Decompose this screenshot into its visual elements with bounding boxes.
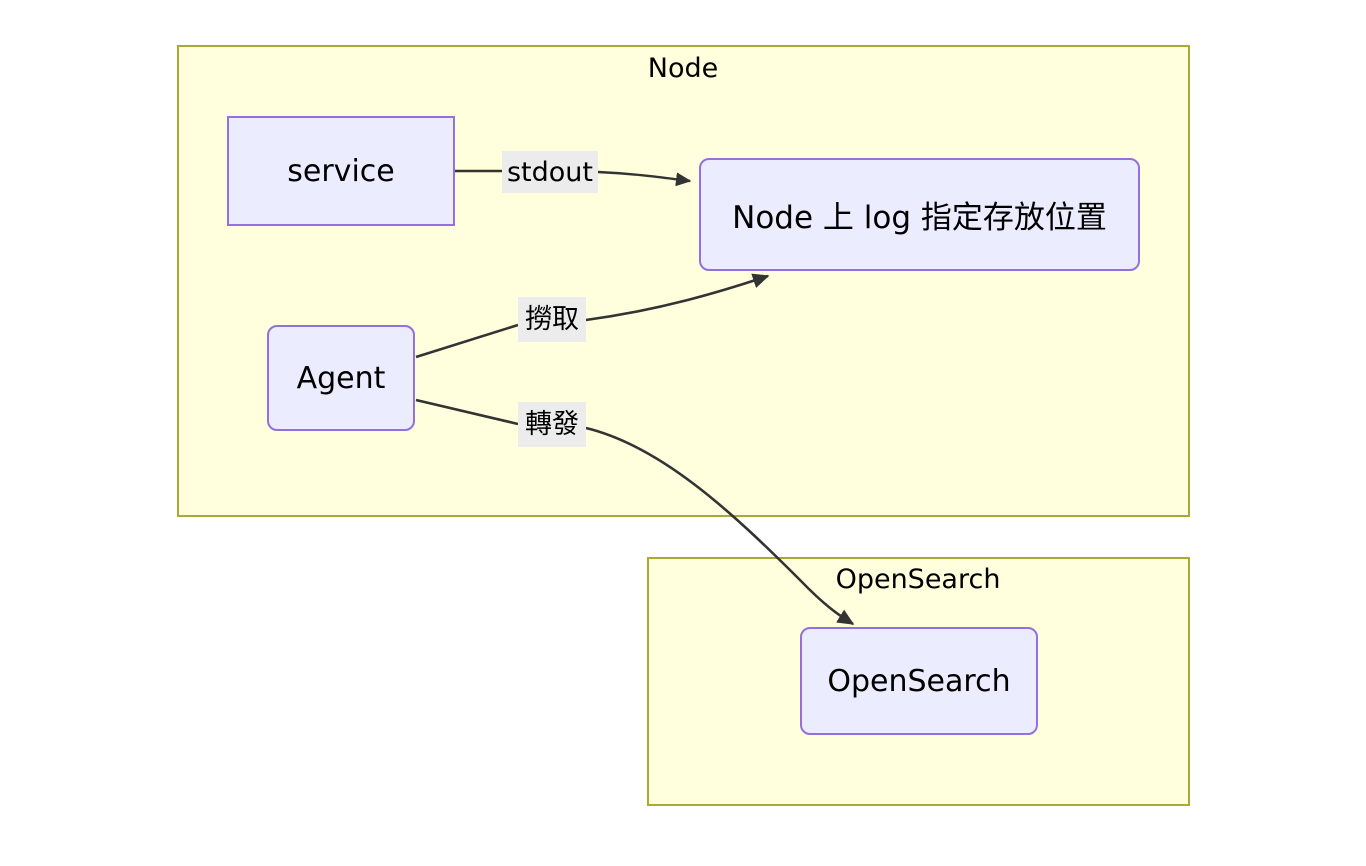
edge-label-fetch: 撈取 <box>518 297 586 342</box>
edge-agent-to-logstore-tail <box>585 273 770 322</box>
edge-label-stdout: stdout <box>502 151 598 193</box>
cluster-opensearch-title: OpenSearch <box>835 564 1001 595</box>
node-log-storage-location[interactable]: Node 上 log 指定存放位置 <box>699 158 1140 271</box>
node-opensearch[interactable]: OpenSearch <box>800 627 1038 735</box>
edge-service-to-logstore <box>455 171 690 181</box>
edge-agent-to-opensearch-tail <box>585 426 855 626</box>
edge-agent-to-opensearch <box>415 398 519 426</box>
node-agent[interactable]: Agent <box>267 325 415 431</box>
node-service[interactable]: service <box>227 116 455 226</box>
edge-agent-to-logstore <box>415 323 519 359</box>
edge-label-forward: 轉發 <box>518 402 586 447</box>
cluster-node-title: Node <box>647 53 719 84</box>
